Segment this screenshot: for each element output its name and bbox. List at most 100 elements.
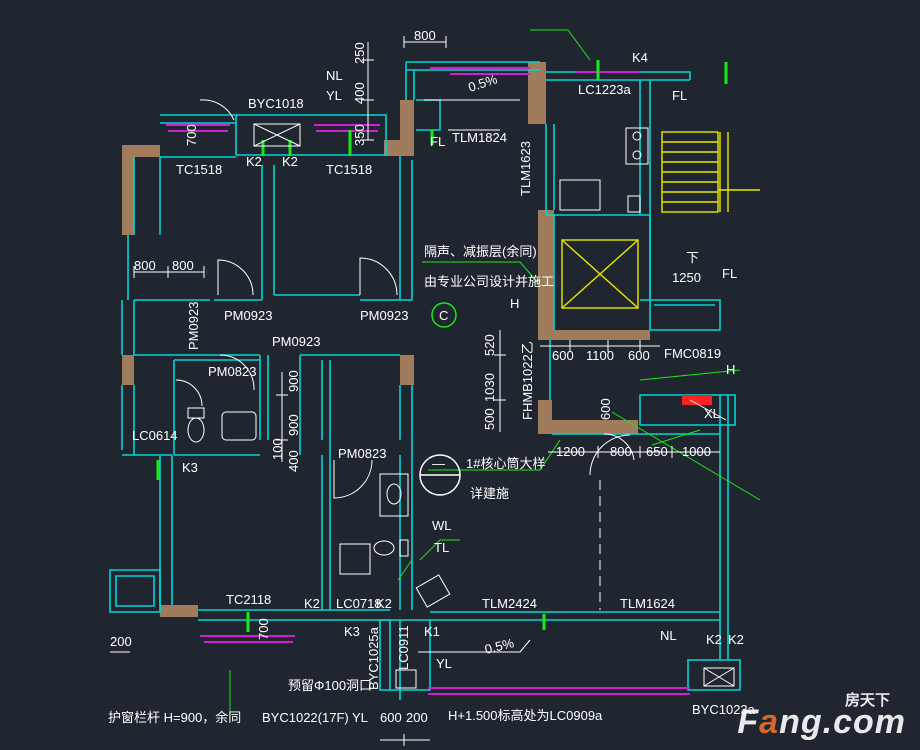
- label-600-a: 600: [552, 348, 574, 363]
- dimension-lines: [110, 36, 720, 746]
- label-600-b: 600: [628, 348, 650, 363]
- label-200-a: 200: [110, 634, 132, 649]
- label-byc1018: BYC1018: [248, 96, 304, 111]
- label-pm0923-d: PM0923: [272, 334, 320, 349]
- label-nl-top: NL: [326, 68, 343, 83]
- label-lc1223a: LC1223a: [578, 82, 632, 97]
- window-markers: [156, 60, 728, 632]
- dim-800-top: 800: [414, 28, 436, 43]
- watermark-a: a: [759, 703, 780, 741]
- label-note-line1: 隔声、减振层(余同): [424, 244, 537, 259]
- label-600-c: 600: [598, 398, 613, 420]
- room-and-opening-labels: BYC1018 NL YL 0.5% TLM1824 FL K4 LC1223a…: [108, 50, 756, 725]
- label-slope-bot: 0.5%: [483, 635, 516, 657]
- label-yl-top: YL: [326, 88, 342, 103]
- label-nl-bot: NL: [660, 628, 677, 643]
- watermark-top: 房天下: [844, 692, 890, 709]
- dim-400: 400: [352, 82, 367, 104]
- label-600-d: 600: [380, 710, 402, 725]
- label-k4: K4: [632, 50, 648, 65]
- label-hole: 预留Φ100洞口: [288, 678, 372, 693]
- label-1000: 1000: [682, 444, 711, 459]
- label-k2-c: K2: [304, 596, 320, 611]
- label-k2-d: K2: [376, 596, 392, 611]
- label-k2-f: K2: [728, 632, 744, 647]
- label-500: 500: [482, 408, 497, 430]
- label-tlm1824: TLM1824: [452, 130, 507, 145]
- window-strips: [166, 67, 690, 695]
- bathroom-fixtures: [187, 407, 409, 575]
- dim-350: 350: [352, 124, 367, 146]
- section-markers: [419, 302, 461, 496]
- label-fhmb1022: FHMB1022乙: [520, 341, 535, 420]
- label-fl-right: FL: [672, 88, 687, 103]
- label-700-b: 700: [256, 618, 271, 640]
- watermark-logo: 房天下 Fang.com: [737, 692, 906, 742]
- label-h-a: H: [510, 296, 519, 311]
- label-core-ref: 1#核心筒大样: [466, 456, 545, 471]
- watermark-main: Fang.com: [737, 703, 906, 741]
- label-yl-mid: YL: [436, 656, 452, 671]
- plumbing-boxes: [253, 123, 735, 689]
- wall-lines: [109, 61, 741, 700]
- label-core-sub: 详建施: [470, 486, 509, 501]
- label-k2-b: K2: [282, 154, 298, 169]
- label-800-a: 800: [134, 258, 156, 273]
- label-h-b: H: [726, 362, 735, 377]
- label-tlm1623: TLM1623: [518, 141, 533, 196]
- bearing-walls: [122, 62, 650, 617]
- label-pm0823-a: PM0823: [208, 364, 256, 379]
- label-100: 100: [270, 438, 285, 460]
- label-h1500: H+1.500标高处为LC0909a: [448, 708, 603, 723]
- dim-700-top: 700: [184, 124, 199, 146]
- label-down: 下: [686, 250, 699, 265]
- label-520: 520: [482, 334, 497, 356]
- label-fl-mid: FL: [722, 266, 737, 281]
- label-1250: 1250: [672, 270, 701, 285]
- dim-250: 250: [352, 42, 367, 64]
- label-byc1025a: BYC1025a: [366, 626, 381, 690]
- label-1030: 1030: [482, 373, 497, 402]
- label-400: 400: [286, 450, 301, 472]
- label-k3-b: K3: [344, 624, 360, 639]
- label-lc0718: LC0718: [336, 596, 382, 611]
- label-1100: 1100: [586, 348, 614, 363]
- label-pm0923-a: PM0923: [224, 308, 272, 323]
- dimension-labels: 800 250 400 700 350: [184, 28, 436, 146]
- label-800-b: 800: [172, 258, 194, 273]
- label-xl: XL: [704, 406, 720, 421]
- label-200-b: 200: [406, 710, 428, 725]
- label-tc2118: TC2118: [226, 592, 271, 607]
- label-tc1518-left: TC1518: [176, 162, 222, 177]
- label-lc0911: LC0911: [396, 625, 411, 670]
- door-swings: [175, 99, 635, 610]
- label-byc1022: BYC1022(17F): [262, 710, 349, 725]
- label-1200: 1200: [556, 444, 585, 459]
- label-k1: K1: [424, 624, 440, 639]
- label-note-line2: 由专业公司设计并施工: [424, 274, 554, 289]
- label-yl-bot: YL: [352, 710, 368, 725]
- label-wl: WL: [432, 518, 452, 533]
- label-tc1518-right: TC1518: [326, 162, 372, 177]
- label-fmc0819: FMC0819: [664, 346, 721, 361]
- hydrant-box: [682, 395, 727, 421]
- label-tlm2424: TLM2424: [482, 596, 537, 611]
- stairs: [661, 131, 760, 213]
- label-tlm1624: TLM1624: [620, 596, 675, 611]
- watermark-rest: ng.com: [779, 703, 906, 741]
- watermark-f: F: [737, 703, 760, 741]
- label-650: 650: [646, 444, 668, 459]
- kitchen-fixtures: [559, 127, 649, 213]
- label-core-dash: —: [432, 456, 445, 471]
- label-compass: C: [439, 308, 448, 323]
- label-railing: 护窗栏杆 H=900，余同: [108, 710, 241, 725]
- label-lc0614: LC0614: [132, 428, 178, 443]
- label-fl-top: FL: [430, 134, 445, 149]
- label-byc1023a: BYC1023a: [692, 702, 756, 717]
- label-tl: TL: [434, 540, 449, 555]
- label-k3: K3: [182, 460, 198, 475]
- elevator: [561, 239, 639, 309]
- label-900-a: 900: [286, 370, 301, 392]
- label-pm0823-b: PM0823: [338, 446, 386, 461]
